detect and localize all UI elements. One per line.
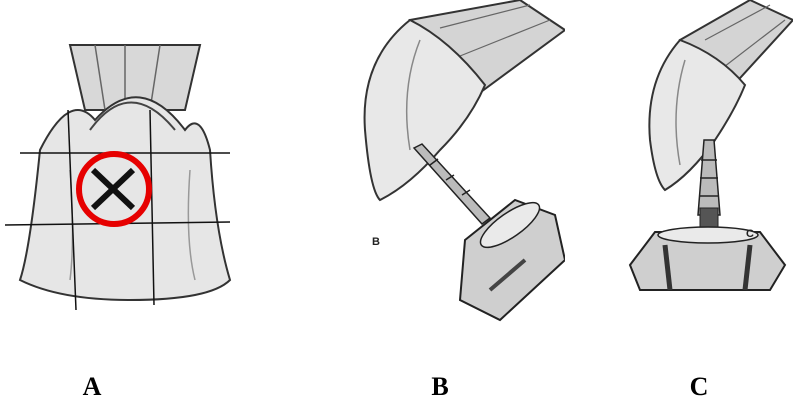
panel-b: B	[350, 0, 565, 330]
inner-label-b: B	[372, 236, 380, 248]
caption-a: A	[62, 372, 122, 402]
tooth-grid-illustration	[0, 0, 260, 320]
caption-b: B	[410, 372, 470, 402]
panel-a	[0, 0, 260, 320]
panel-c: C	[610, 0, 793, 300]
tooth-drill-upright-illustration	[610, 0, 793, 300]
inner-label-c: C	[746, 228, 754, 240]
tooth-drill-angled-illustration	[350, 0, 565, 330]
caption-c: C	[669, 372, 729, 402]
